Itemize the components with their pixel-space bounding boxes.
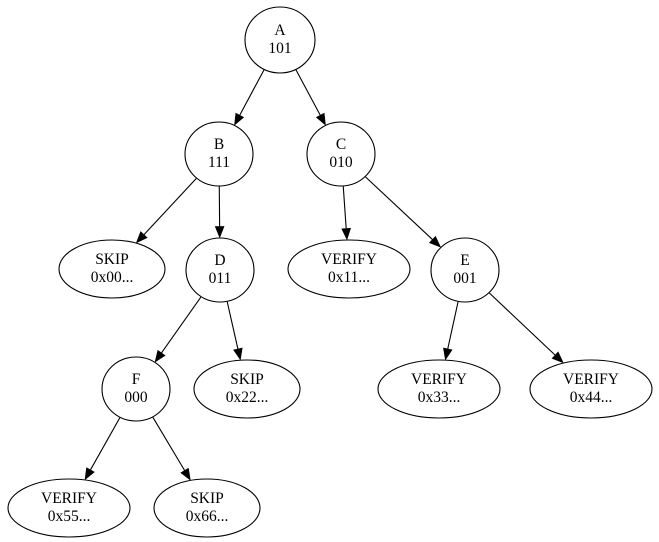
arrowhead-icon xyxy=(234,112,245,126)
node-ellipse[interactable] xyxy=(153,478,261,538)
node-verify55[interactable]: VERIFY0x55... xyxy=(7,478,131,538)
arrowhead-icon xyxy=(443,347,453,361)
arrowhead-icon xyxy=(341,227,351,241)
edge-line xyxy=(143,178,197,236)
edge-a-to-c xyxy=(295,69,326,126)
edge-line xyxy=(342,186,347,229)
edge-line xyxy=(239,69,265,116)
edge-line xyxy=(226,301,239,350)
node-ellipse[interactable] xyxy=(193,359,301,419)
arrowhead-icon xyxy=(180,467,191,481)
edge-a-to-b xyxy=(234,69,265,126)
node-verify33[interactable]: VERIFY0x33... xyxy=(377,359,501,419)
node-skip66[interactable]: SKIP0x66... xyxy=(153,478,261,538)
arrowhead-icon xyxy=(315,112,326,126)
node-ellipse[interactable] xyxy=(377,359,501,419)
node-ellipse[interactable] xyxy=(58,239,166,299)
edge-d-to-f xyxy=(154,296,202,363)
edge-line xyxy=(447,301,459,350)
edge-line xyxy=(89,417,121,471)
edge-line xyxy=(365,176,433,240)
edge-line xyxy=(488,292,556,356)
arrowhead-icon xyxy=(84,467,95,481)
node-skip00[interactable]: SKIP0x00... xyxy=(58,239,166,299)
edge-line xyxy=(295,69,321,116)
node-ellipse[interactable] xyxy=(101,356,171,422)
edge-c-to-verify11 xyxy=(341,186,351,241)
node-verify44[interactable]: VERIFY0x44... xyxy=(529,359,653,419)
node-ellipse[interactable] xyxy=(7,478,131,538)
node-ellipse[interactable] xyxy=(184,121,254,187)
edge-b-to-skip00 xyxy=(135,178,197,244)
arrowhead-icon xyxy=(551,351,564,364)
edge-layer xyxy=(84,69,564,481)
node-ellipse[interactable] xyxy=(244,6,316,74)
node-skip22[interactable]: SKIP0x22... xyxy=(193,359,301,419)
edge-f-to-verify55 xyxy=(84,417,121,481)
edge-e-to-verify33 xyxy=(443,301,459,361)
edge-e-to-verify44 xyxy=(488,292,564,364)
arrowhead-icon xyxy=(214,226,225,239)
arrowhead-icon xyxy=(233,347,243,361)
arrowhead-icon xyxy=(154,349,166,363)
node-ellipse[interactable] xyxy=(185,237,255,303)
edge-f-to-skip66 xyxy=(152,417,191,481)
edge-c-to-e xyxy=(365,176,442,248)
edge-line xyxy=(152,417,186,471)
node-ellipse[interactable] xyxy=(306,121,376,187)
edge-b-to-d xyxy=(214,186,225,239)
node-verify11[interactable]: VERIFY0x11... xyxy=(287,239,411,299)
arrowhead-icon xyxy=(428,235,442,248)
node-ellipse[interactable] xyxy=(287,239,411,299)
edge-d-to-skip22 xyxy=(226,301,243,361)
arrowhead-icon xyxy=(135,231,148,244)
node-ellipse[interactable] xyxy=(430,237,500,303)
node-ellipse[interactable] xyxy=(529,359,653,419)
edge-line xyxy=(161,296,202,354)
